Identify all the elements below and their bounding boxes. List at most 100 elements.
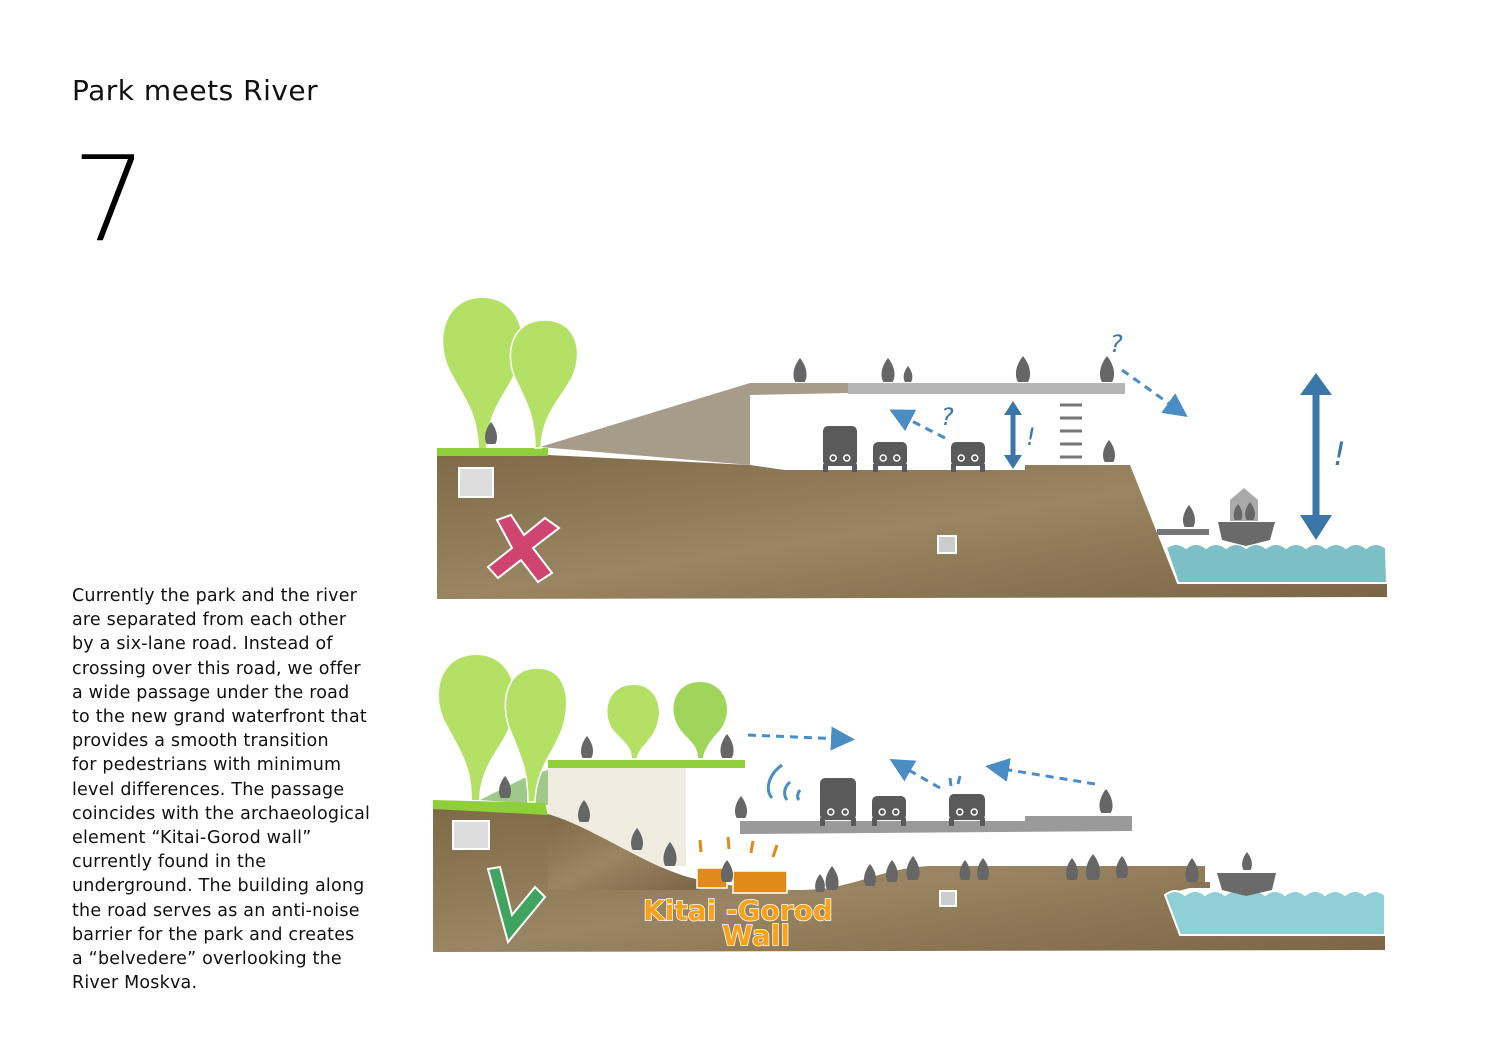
person-icon — [1099, 789, 1113, 813]
pier — [1190, 882, 1210, 888]
utility-box — [458, 467, 494, 498]
description-text: Currently the park and the river are sepa… — [72, 584, 370, 995]
noise-waves-icon — [766, 763, 962, 802]
staircase-icon — [1060, 403, 1082, 459]
person-icon — [663, 842, 677, 866]
person-icon — [1085, 854, 1101, 880]
person-icon — [1233, 504, 1243, 520]
page-title: Park meets River — [72, 74, 319, 107]
person-icon — [1245, 502, 1255, 520]
person-icon — [581, 736, 593, 758]
description-line: River Moskva. — [72, 973, 198, 994]
person-icon — [1103, 440, 1115, 462]
person-icon — [485, 422, 497, 444]
ramp — [540, 383, 848, 465]
person-icon — [815, 874, 825, 892]
sightline-arrow — [1121, 368, 1188, 417]
sightline-arrow — [889, 409, 946, 440]
description-line: provides a smooth transition — [72, 731, 329, 752]
tree — [509, 319, 579, 449]
utility-box — [939, 890, 957, 907]
vehicle-icon — [949, 794, 985, 826]
person-icon — [906, 856, 920, 880]
water — [1164, 543, 1389, 584]
description-line: by a six-lane road. Instead of — [72, 634, 333, 655]
exclamation-mark: ! — [1333, 435, 1346, 473]
grass — [433, 800, 548, 815]
alert-marks — [698, 836, 779, 858]
wall-label: Kitai -Gorod — [643, 894, 833, 927]
person-icon — [578, 800, 590, 822]
grass — [437, 448, 548, 456]
wall-label: Wall — [722, 919, 790, 952]
description-line: to the new grand waterfront that — [72, 707, 367, 728]
boat — [1218, 522, 1275, 546]
vehicle-icon — [820, 778, 856, 826]
description-line: are separated from each other — [72, 610, 347, 631]
tree — [438, 655, 515, 800]
road-deck — [740, 816, 1132, 834]
water — [1163, 890, 1386, 936]
person-icon — [499, 776, 511, 798]
tree — [443, 298, 523, 448]
check-icon — [486, 865, 547, 945]
tree — [673, 682, 728, 758]
sightline-arrow — [985, 758, 1096, 786]
person-icon — [886, 860, 898, 882]
person-icon — [959, 860, 971, 880]
person-icon — [631, 828, 643, 850]
utility-box — [452, 820, 490, 850]
vertical-arrow — [1004, 373, 1332, 540]
person-icon — [721, 860, 733, 882]
vehicle-icon — [873, 442, 907, 472]
description-line: the road serves as an anti-noise — [72, 900, 360, 921]
exclamation-mark: ! — [1026, 423, 1036, 451]
person-icon — [825, 866, 839, 890]
vehicle-icon — [951, 442, 985, 472]
description-line: level differences. The passage — [72, 779, 345, 800]
person-icon — [1015, 356, 1031, 382]
tree — [504, 667, 568, 803]
person-icon — [1116, 856, 1128, 878]
person-icon — [793, 358, 807, 382]
description-line: for pedestrians with minimum — [72, 755, 342, 776]
person-icon — [977, 858, 989, 880]
description-line: a wide passage under the road — [72, 682, 350, 703]
diagram-current: ? ? ! ! — [437, 298, 1389, 599]
person-icon — [903, 366, 913, 382]
utility-box — [937, 535, 957, 554]
person-icon — [1183, 505, 1195, 527]
cross-icon — [486, 513, 561, 584]
person-icon — [881, 358, 895, 382]
tree — [607, 685, 659, 758]
diagram-proposed: Kitai -Gorod Wall — [433, 655, 1386, 953]
pier — [1157, 529, 1209, 535]
green-roof — [548, 760, 745, 768]
person-icon — [864, 864, 876, 886]
description-line: crossing over this road, we offer — [72, 658, 361, 679]
pedestrian-bridge — [848, 383, 1125, 394]
person-icon — [1099, 356, 1115, 382]
description-line: a “belvedere” overlooking the — [72, 949, 342, 970]
sightline-arrow — [889, 759, 941, 790]
sightline-arrow — [747, 726, 855, 751]
description-line: element “Kitai-Gorod wall” — [72, 828, 312, 849]
vehicle-icon — [872, 796, 906, 826]
section-number: 7 — [72, 130, 148, 268]
description-line: currently found in the — [72, 852, 267, 873]
boat — [1217, 873, 1276, 896]
description-line: Currently the park and the river — [72, 586, 358, 606]
question-mark: ? — [1110, 330, 1123, 358]
kitai-gorod-wall — [696, 867, 788, 894]
description-line: coincides with the archaeological — [72, 803, 371, 824]
person-icon — [1242, 852, 1252, 870]
description-line: barrier for the park and creates — [72, 924, 355, 945]
person-icon — [1066, 858, 1078, 880]
person-icon — [735, 796, 747, 818]
ground — [437, 452, 1387, 599]
person-icon — [1185, 858, 1199, 882]
description-line: underground. The building along — [72, 876, 365, 897]
question-mark: ? — [941, 403, 954, 431]
person-icon — [720, 734, 734, 758]
